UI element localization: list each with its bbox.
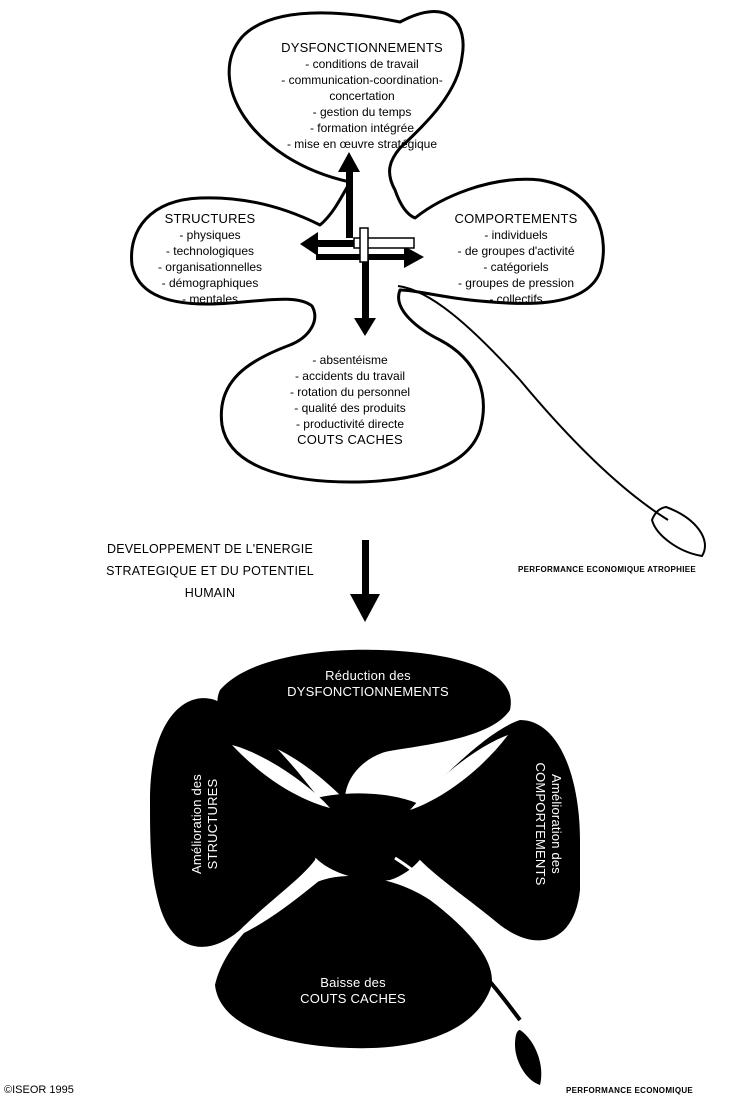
dysfonctionnements-item: concertation (252, 88, 472, 104)
couts-caches-item: - productivité directe (270, 416, 430, 432)
couts-caches-item: - rotation du personnel (270, 384, 430, 400)
dysfonctionnements-title: DYSFONCTIONNEMENTS (252, 40, 472, 56)
dysfonctionnements-item: - conditions de travail (252, 56, 472, 72)
development-caption-line: HUMAIN (90, 582, 330, 604)
dysfonctionnements-item: - communication-coordination- (252, 72, 472, 88)
dysfonctionnements-item: - formation intégrée (252, 120, 472, 136)
couts-caches-item: - accidents du travail (270, 368, 430, 384)
performance-atrophiee-label: PERFORMANCE ECONOMIQUE ATROPHIEE (518, 565, 733, 574)
structures-item: - technologiques (140, 243, 280, 259)
couts-caches-item: - absentéisme (270, 352, 430, 368)
baisse-block: Baisse des COUTS CACHES (278, 975, 428, 1007)
structures-block: STRUCTURES - physiques - technologiques … (140, 211, 280, 307)
structures-item: - organisationnelles (140, 259, 280, 275)
comportements-title: COMPORTEMENTS (426, 211, 606, 227)
reduction-line: DYSFONCTIONNEMENTS (278, 684, 458, 700)
amelioration-comportements-line: COMPORTEMENTS (532, 734, 548, 914)
reduction-block: Réduction des DYSFONCTIONNEMENTS (278, 668, 458, 700)
dysfonctionnements-item: - gestion du temps (252, 104, 472, 120)
structures-item: - mentales (140, 291, 280, 307)
amelioration-comportements-block: Amélioration des COMPORTEMENTS (532, 734, 564, 914)
comportements-item: - catégoriels (426, 259, 606, 275)
comportements-item: - de groupes d'activité (426, 243, 606, 259)
copyright: ©ISEOR 1995 (4, 1084, 74, 1096)
development-caption: DEVELOPPEMENT DE L'ENERGIE STRATEGIQUE E… (90, 538, 330, 604)
down-arrow (350, 540, 380, 622)
development-caption-line: STRATEGIQUE ET DU POTENTIEL (90, 560, 330, 582)
bottom-clover-tail-end (515, 1030, 541, 1085)
structures-title: STRUCTURES (140, 211, 280, 227)
couts-caches-title: COUTS CACHES (270, 432, 430, 448)
development-caption-line: DEVELOPPEMENT DE L'ENERGIE (90, 538, 330, 560)
amelioration-structures-block: Amélioration des STRUCTURES (189, 749, 221, 899)
dysfonctionnements-item: - mise en œuvre stratégique (252, 136, 472, 152)
performance-economique-label: PERFORMANCE ECONOMIQUE (566, 1086, 736, 1095)
amelioration-structures-line: Amélioration des (189, 749, 205, 899)
comportements-block: COMPORTEMENTS - individuels - de groupes… (426, 211, 606, 307)
comportements-item: - individuels (426, 227, 606, 243)
amelioration-comportements-line: Amélioration des (548, 734, 564, 914)
baisse-line: COUTS CACHES (278, 991, 428, 1007)
baisse-line: Baisse des (278, 975, 428, 991)
reduction-line: Réduction des (278, 668, 458, 684)
comportements-item: - groupes de pression (426, 275, 606, 291)
couts-caches-block: - absentéisme - accidents du travail - r… (270, 352, 430, 448)
structures-item: - démographiques (140, 275, 280, 291)
structures-item: - physiques (140, 227, 280, 243)
amelioration-structures-line: STRUCTURES (205, 749, 221, 899)
dysfonctionnements-block: DYSFONCTIONNEMENTS - conditions de trava… (252, 40, 472, 152)
comportements-item: - collectifs (426, 291, 606, 307)
couts-caches-item: - qualité des produits (270, 400, 430, 416)
